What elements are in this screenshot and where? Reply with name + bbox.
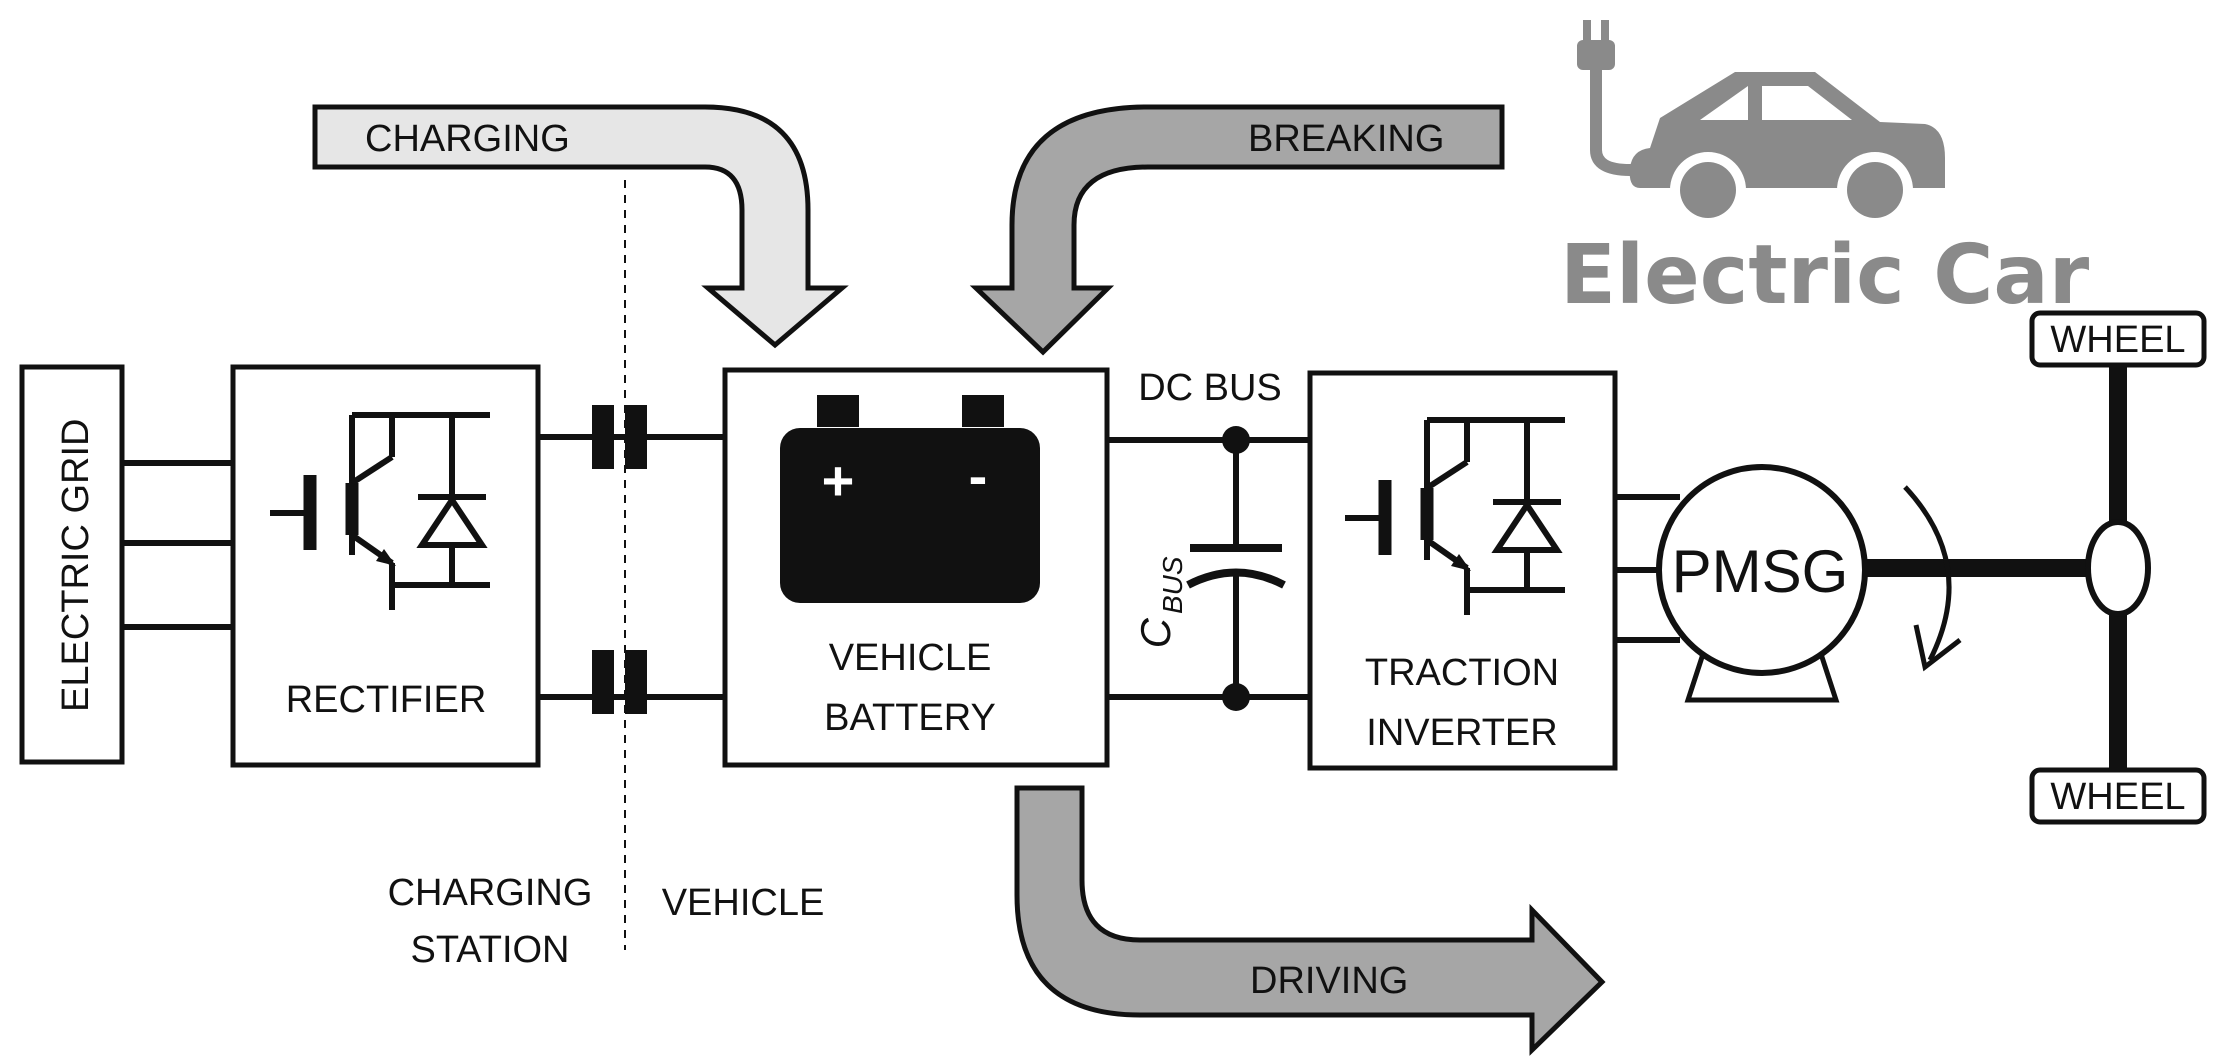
wheel-bottom-box [2029,767,2207,825]
charging-flow-label: CHARGING [365,118,570,160]
rectifier-box [230,364,541,768]
breaking-flow-arrow [969,104,1505,356]
breaking-flow-label: BREAKING [1248,118,1444,160]
charging-flow-arrow [312,104,849,349]
electric-grid-label: ELECTRIC GRID [55,419,97,712]
differential [2085,519,2151,617]
traction-inverter-label-line1: TRACTION [1365,652,1559,694]
wheel-bottom-label: WHEEL [2050,776,2185,818]
driving-flow-label: DRIVING [1250,960,1408,1002]
charging-station-label-line1: CHARGING [388,872,593,914]
vehicle-battery-label-line1: VEHICLE [829,637,992,679]
electric-car-icon [1577,20,1945,228]
pmsg-label: PMSG [1672,538,1849,605]
plug-contact [625,650,647,714]
battery-minus-terminal: - [969,444,988,507]
driving-flow-arrow [1014,785,1606,1056]
battery-plus-terminal: + [822,449,855,512]
wheel-top-box [2029,310,2207,368]
charging-station-label-line2: STATION [410,929,569,971]
svg-text:BUS: BUS [1157,556,1188,614]
plug-contact [592,650,614,714]
vehicle-label: VEHICLE [662,882,825,924]
rotation-arrow-icon [1903,485,1952,662]
electric-grid-box [19,364,125,765]
plug-contact [592,405,614,469]
capacitor-label: C BUS [1132,556,1188,648]
traction-inverter-box [1307,370,1618,771]
wheel-top-label: WHEEL [2050,319,2185,361]
battery-icon [780,395,1040,603]
plug-contact [625,405,647,469]
dc-bus-label: DC BUS [1138,367,1282,409]
svg-text:C: C [1132,617,1179,648]
vehicle-battery-label-line2: BATTERY [824,697,996,739]
traction-inverter-label-line2: INVERTER [1366,712,1557,754]
electric-car-title: Electric Car [1560,228,2090,323]
rectifier-label: RECTIFIER [286,679,487,721]
